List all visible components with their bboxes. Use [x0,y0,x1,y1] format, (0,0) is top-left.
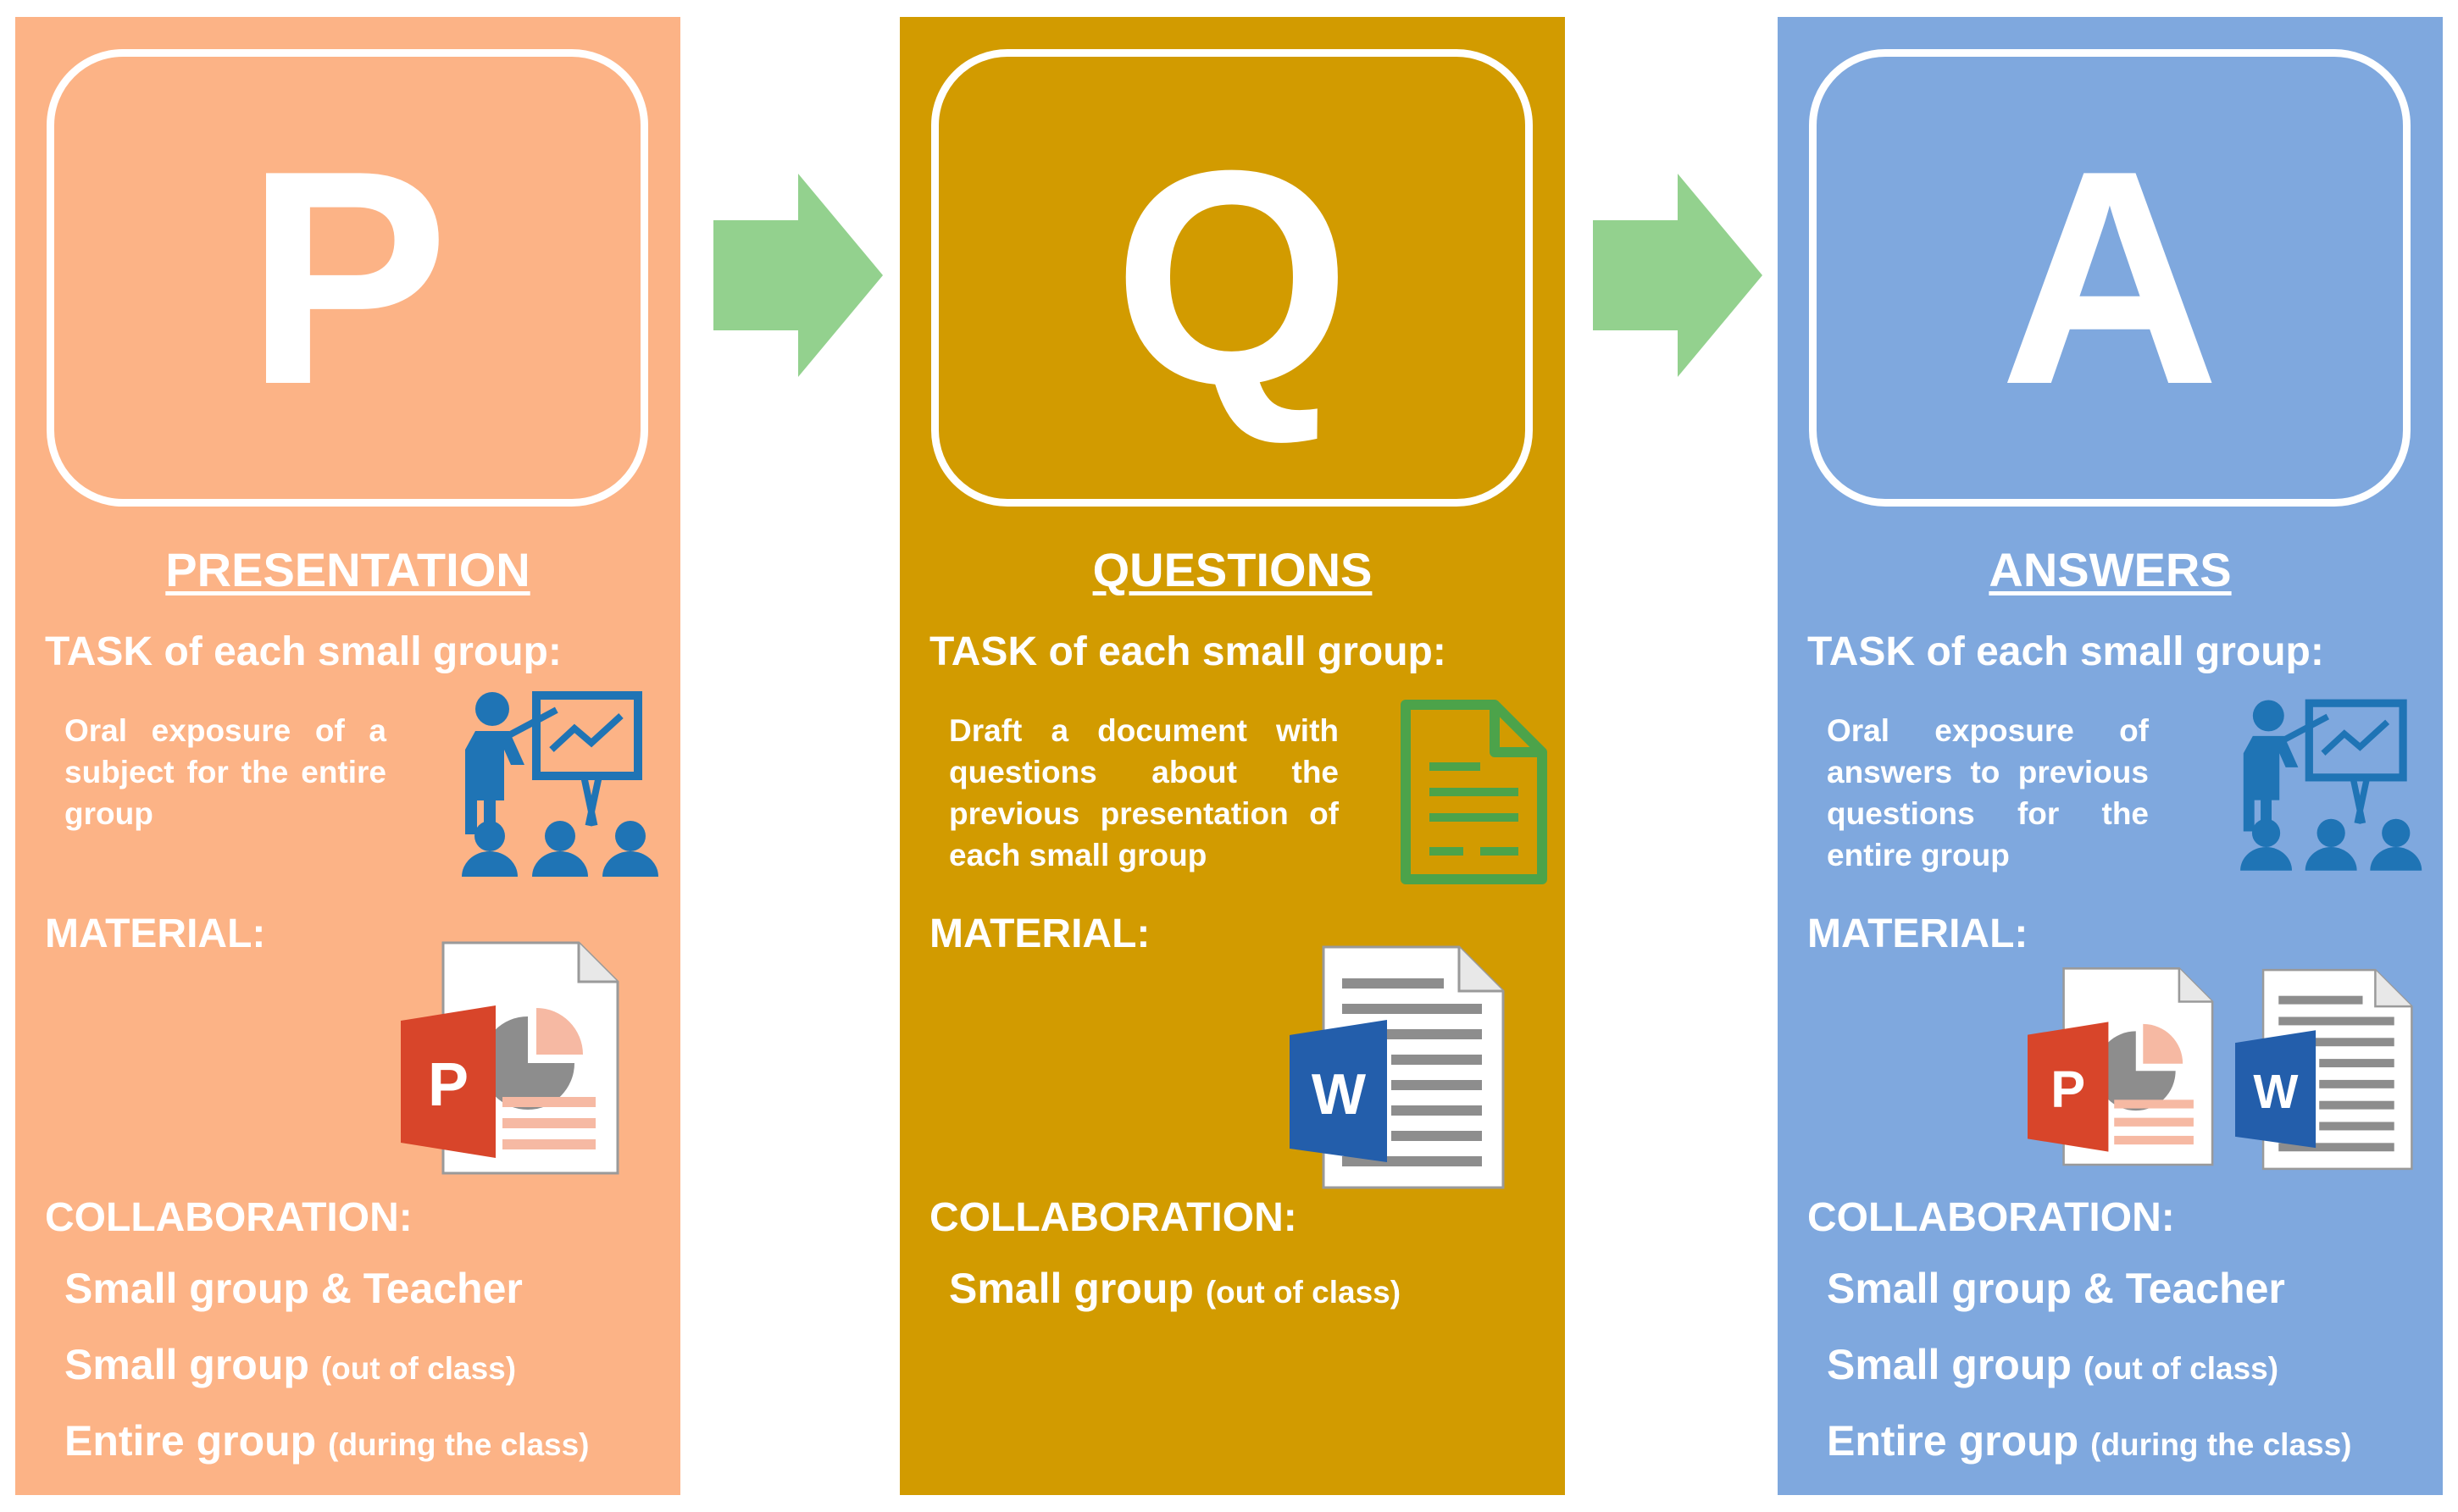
powerpoint-file-icon: P [2028,967,2214,1166]
document-icon [1401,700,1547,884]
presenter-icon [2240,699,2422,871]
presenter-icon [462,691,658,877]
collab-main: Entire group [64,1417,317,1465]
collab-main: Small group & Teacher [64,1265,523,1312]
word-letter: W [1312,1062,1367,1127]
letter-box: P [47,49,648,507]
powerpoint-file-icon: P [401,941,619,1175]
collab-main: Small group [1827,1341,2072,1388]
right-arrow-icon [1593,174,1762,377]
collab-main: Small group [64,1341,309,1388]
collaboration-item: Small group (out of class) [949,1264,1401,1313]
letter-box: Q [931,49,1533,507]
collab-note: (out of class) [1205,1275,1401,1310]
panel-letter: P [245,108,450,448]
collab-main: Entire group [1827,1417,2079,1465]
collab-note: (out of class) [2083,1351,2279,1386]
collaboration-label: COLLABORATION: [1807,1195,2175,1240]
collab-note: (during the class) [328,1427,590,1462]
powerpoint-letter: P [2050,1060,2085,1118]
collab-note: (during the class) [2090,1427,2352,1462]
collaboration-item: Small group & Teacher [64,1264,523,1313]
collaboration-item: Small group (out of class) [1827,1340,2278,1389]
material-label: MATERIAL: [1807,911,2028,956]
collaboration-item: Entire group (during the class) [1827,1416,2352,1465]
collaboration-item: Entire group (during the class) [64,1416,590,1465]
questions-panel: Q QUESTIONS TASK of each small group: Dr… [900,17,1565,1495]
material-label: MATERIAL: [45,911,266,956]
task-label: TASK of each small group: [929,629,1446,674]
collaboration-item: Small group & Teacher [1827,1264,2285,1313]
panel-heading: ANSWERS [1989,543,2232,596]
task-label: TASK of each small group: [45,629,562,674]
powerpoint-letter: P [428,1051,469,1119]
presentation-panel: P PRESENTATION TASK of each small group:… [15,17,680,1495]
task-label: TASK of each small group: [1807,629,2324,674]
collaboration-label: COLLABORATION: [45,1195,413,1240]
word-letter: W [2253,1065,2298,1118]
word-file-icon: W [1290,945,1505,1189]
answers-panel: A ANSWERS TASK of each small group: Oral… [1778,17,2443,1495]
panel-heading: QUESTIONS [1092,543,1373,596]
panel-letter: Q [1112,108,1351,448]
collaboration-item: Small group (out of class) [64,1340,516,1389]
right-arrow-icon [713,174,883,377]
panel-heading: PRESENTATION [165,543,530,596]
material-label: MATERIAL: [929,911,1151,956]
collaboration-label: COLLABORATION: [929,1195,1297,1240]
collab-main: Small group [949,1265,1194,1312]
task-description: Oral exposure of a subject for the entir… [64,713,386,831]
panel-letter: A [2000,108,2220,448]
collab-note: (out of class) [320,1351,517,1386]
word-file-icon: W [2235,968,2413,1171]
task-description: Oral exposure of answers to previous que… [1827,713,2149,872]
task-description: Draft a document with questions about th… [949,713,1339,872]
collab-main: Small group & Teacher [1827,1265,2285,1312]
letter-box: A [1809,49,2411,507]
